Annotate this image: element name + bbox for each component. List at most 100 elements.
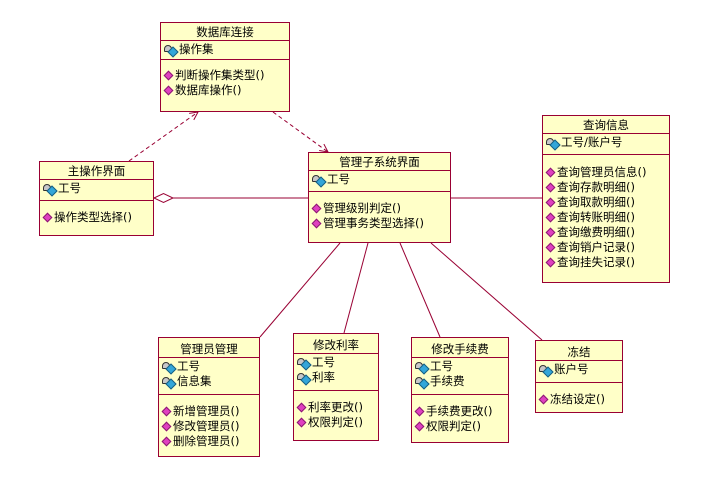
attribute-row: 工号 (43, 181, 153, 197)
operation-row: 权限判定() (297, 415, 378, 430)
attribute-row: 账户号 (539, 362, 622, 378)
operation-row: 冻结设定() (539, 392, 622, 407)
attribute-section: 工号 (40, 180, 153, 201)
operation-section: 判断操作集类型() 数据库操作() (161, 60, 289, 100)
operation-section: 操作类型选择() (40, 201, 153, 227)
operation-row: 查询管理员信息() (546, 165, 669, 180)
attribute-label: 账户号 (554, 362, 589, 376)
operation-row: 查询取款明细() (546, 195, 669, 210)
operation-label: 冻结设定() (550, 392, 605, 406)
attribute-row: 操作集 (164, 42, 289, 58)
attribute-row: 手续费 (415, 374, 508, 390)
operation-label: 数据库操作() (175, 83, 242, 97)
attribute-section: 工号 手续费 (412, 358, 508, 395)
attribute-icon (415, 376, 430, 390)
operation-label: 手续费更改() (426, 404, 493, 418)
operation-row: 查询转账明细() (546, 210, 669, 225)
operation-row: 管理级别判定() (312, 201, 450, 216)
class-name: 冻结 (536, 341, 622, 361)
operation-icon (164, 86, 173, 95)
attribute-icon (297, 357, 312, 371)
operation-icon (312, 204, 321, 213)
operation-icon (546, 213, 555, 222)
operation-label: 查询管理员信息() (557, 165, 647, 179)
association-mgr-to-freeze (430, 242, 543, 341)
operation-label: 判断操作集类型() (175, 68, 265, 82)
attribute-row: 工号/账户号 (546, 135, 669, 151)
operation-label: 管理事务类型选择() (323, 216, 424, 230)
operation-label: 查询取款明细() (557, 195, 635, 209)
operation-section: 管理级别判定() 管理事务类型选择() (309, 192, 450, 233)
class-name: 修改利率 (294, 334, 378, 354)
class-query-info[interactable]: 查询信息 工号/账户号 查询管理员信息() 查询存款明细() 查询取款明细() … (542, 115, 670, 283)
attribute-label: 工号/账户号 (561, 135, 623, 149)
operation-icon (546, 258, 555, 267)
class-name: 管理子系统界面 (309, 153, 450, 171)
operation-row: 权限判定() (415, 419, 508, 434)
attribute-icon (297, 372, 312, 386)
attribute-label: 操作集 (179, 42, 214, 56)
class-main-ui[interactable]: 主操作界面 工号 操作类型选择() (39, 161, 154, 236)
operation-section: 新增管理员() 修改管理员() 删除管理员() (159, 395, 259, 451)
class-name: 查询信息 (543, 116, 669, 134)
operation-label: 权限判定() (308, 415, 363, 429)
attribute-label: 利率 (312, 370, 335, 384)
operation-label: 查询缴费明细() (557, 225, 635, 239)
operation-row: 查询销户记录() (546, 240, 669, 255)
attribute-row: 工号 (162, 359, 259, 375)
operation-icon (43, 213, 52, 222)
class-admin-management[interactable]: 管理员管理 工号 信息集 新增管理员() 修改管理员() 删除管理员() (158, 337, 260, 457)
attribute-section: 账户号 (536, 361, 622, 383)
class-modify-fee[interactable]: 修改手续费 工号 手续费 手续费更改() 权限判定() (411, 337, 509, 443)
operation-icon (312, 219, 321, 228)
operation-label: 查询转账明细() (557, 210, 635, 224)
class-freeze[interactable]: 冻结 账户号 冻结设定() (535, 340, 623, 413)
operation-icon (297, 403, 306, 412)
attribute-icon (164, 44, 179, 58)
operation-label: 查询销户记录() (557, 240, 635, 254)
attribute-label: 工号 (177, 359, 200, 373)
operation-icon (546, 183, 555, 192)
operation-label: 管理级别判定() (323, 201, 401, 215)
attribute-icon (162, 376, 177, 390)
operation-section: 利率更改() 权限判定() (294, 391, 378, 432)
operation-icon (164, 71, 173, 80)
operation-icon (546, 243, 555, 252)
attribute-icon (43, 183, 58, 197)
attribute-row: 工号 (297, 355, 378, 371)
operation-label: 操作类型选择() (54, 210, 132, 224)
operation-row: 手续费更改() (415, 404, 508, 419)
operation-row: 新增管理员() (162, 404, 259, 419)
dependency-main-to-db (128, 112, 198, 162)
attribute-icon (162, 361, 177, 375)
attribute-label: 信息集 (177, 374, 212, 388)
class-modify-rate[interactable]: 修改利率 工号 利率 利率更改() 权限判定() (293, 333, 379, 441)
operation-icon (162, 407, 171, 416)
operation-label: 删除管理员() (173, 434, 240, 448)
class-mgmt-subsystem-ui[interactable]: 管理子系统界面 工号 管理级别判定() 管理事务类型选择() (308, 152, 451, 243)
operation-label: 权限判定() (426, 419, 481, 433)
operation-section: 冻结设定() (536, 383, 622, 409)
class-name: 主操作界面 (40, 162, 153, 180)
operation-section: 查询管理员信息() 查询存款明细() 查询取款明细() 查询转账明细() 查询缴… (543, 155, 669, 272)
operation-row: 查询存款明细() (546, 180, 669, 195)
operation-icon (297, 418, 306, 427)
attribute-row: 工号 (415, 359, 508, 375)
class-name: 数据库连接 (161, 23, 289, 41)
attribute-section: 工号/账户号 (543, 134, 669, 155)
dependency-db-to-mgr (272, 111, 328, 152)
attribute-icon (546, 137, 561, 151)
attribute-row: 信息集 (162, 374, 259, 390)
operation-icon (546, 228, 555, 237)
operation-icon (162, 422, 171, 431)
operation-icon (546, 198, 555, 207)
operation-label: 修改管理员() (173, 419, 240, 433)
operation-icon (415, 407, 424, 416)
class-db-connection[interactable]: 数据库连接 操作集 判断操作集类型() 数据库操作() (160, 22, 290, 112)
operation-label: 查询挂失记录() (557, 255, 635, 269)
operation-icon (539, 395, 548, 404)
attribute-section: 工号 利率 (294, 354, 378, 391)
operation-row: 利率更改() (297, 400, 378, 415)
operation-label: 利率更改() (308, 400, 363, 414)
association-mgr-to-rate (343, 242, 369, 334)
